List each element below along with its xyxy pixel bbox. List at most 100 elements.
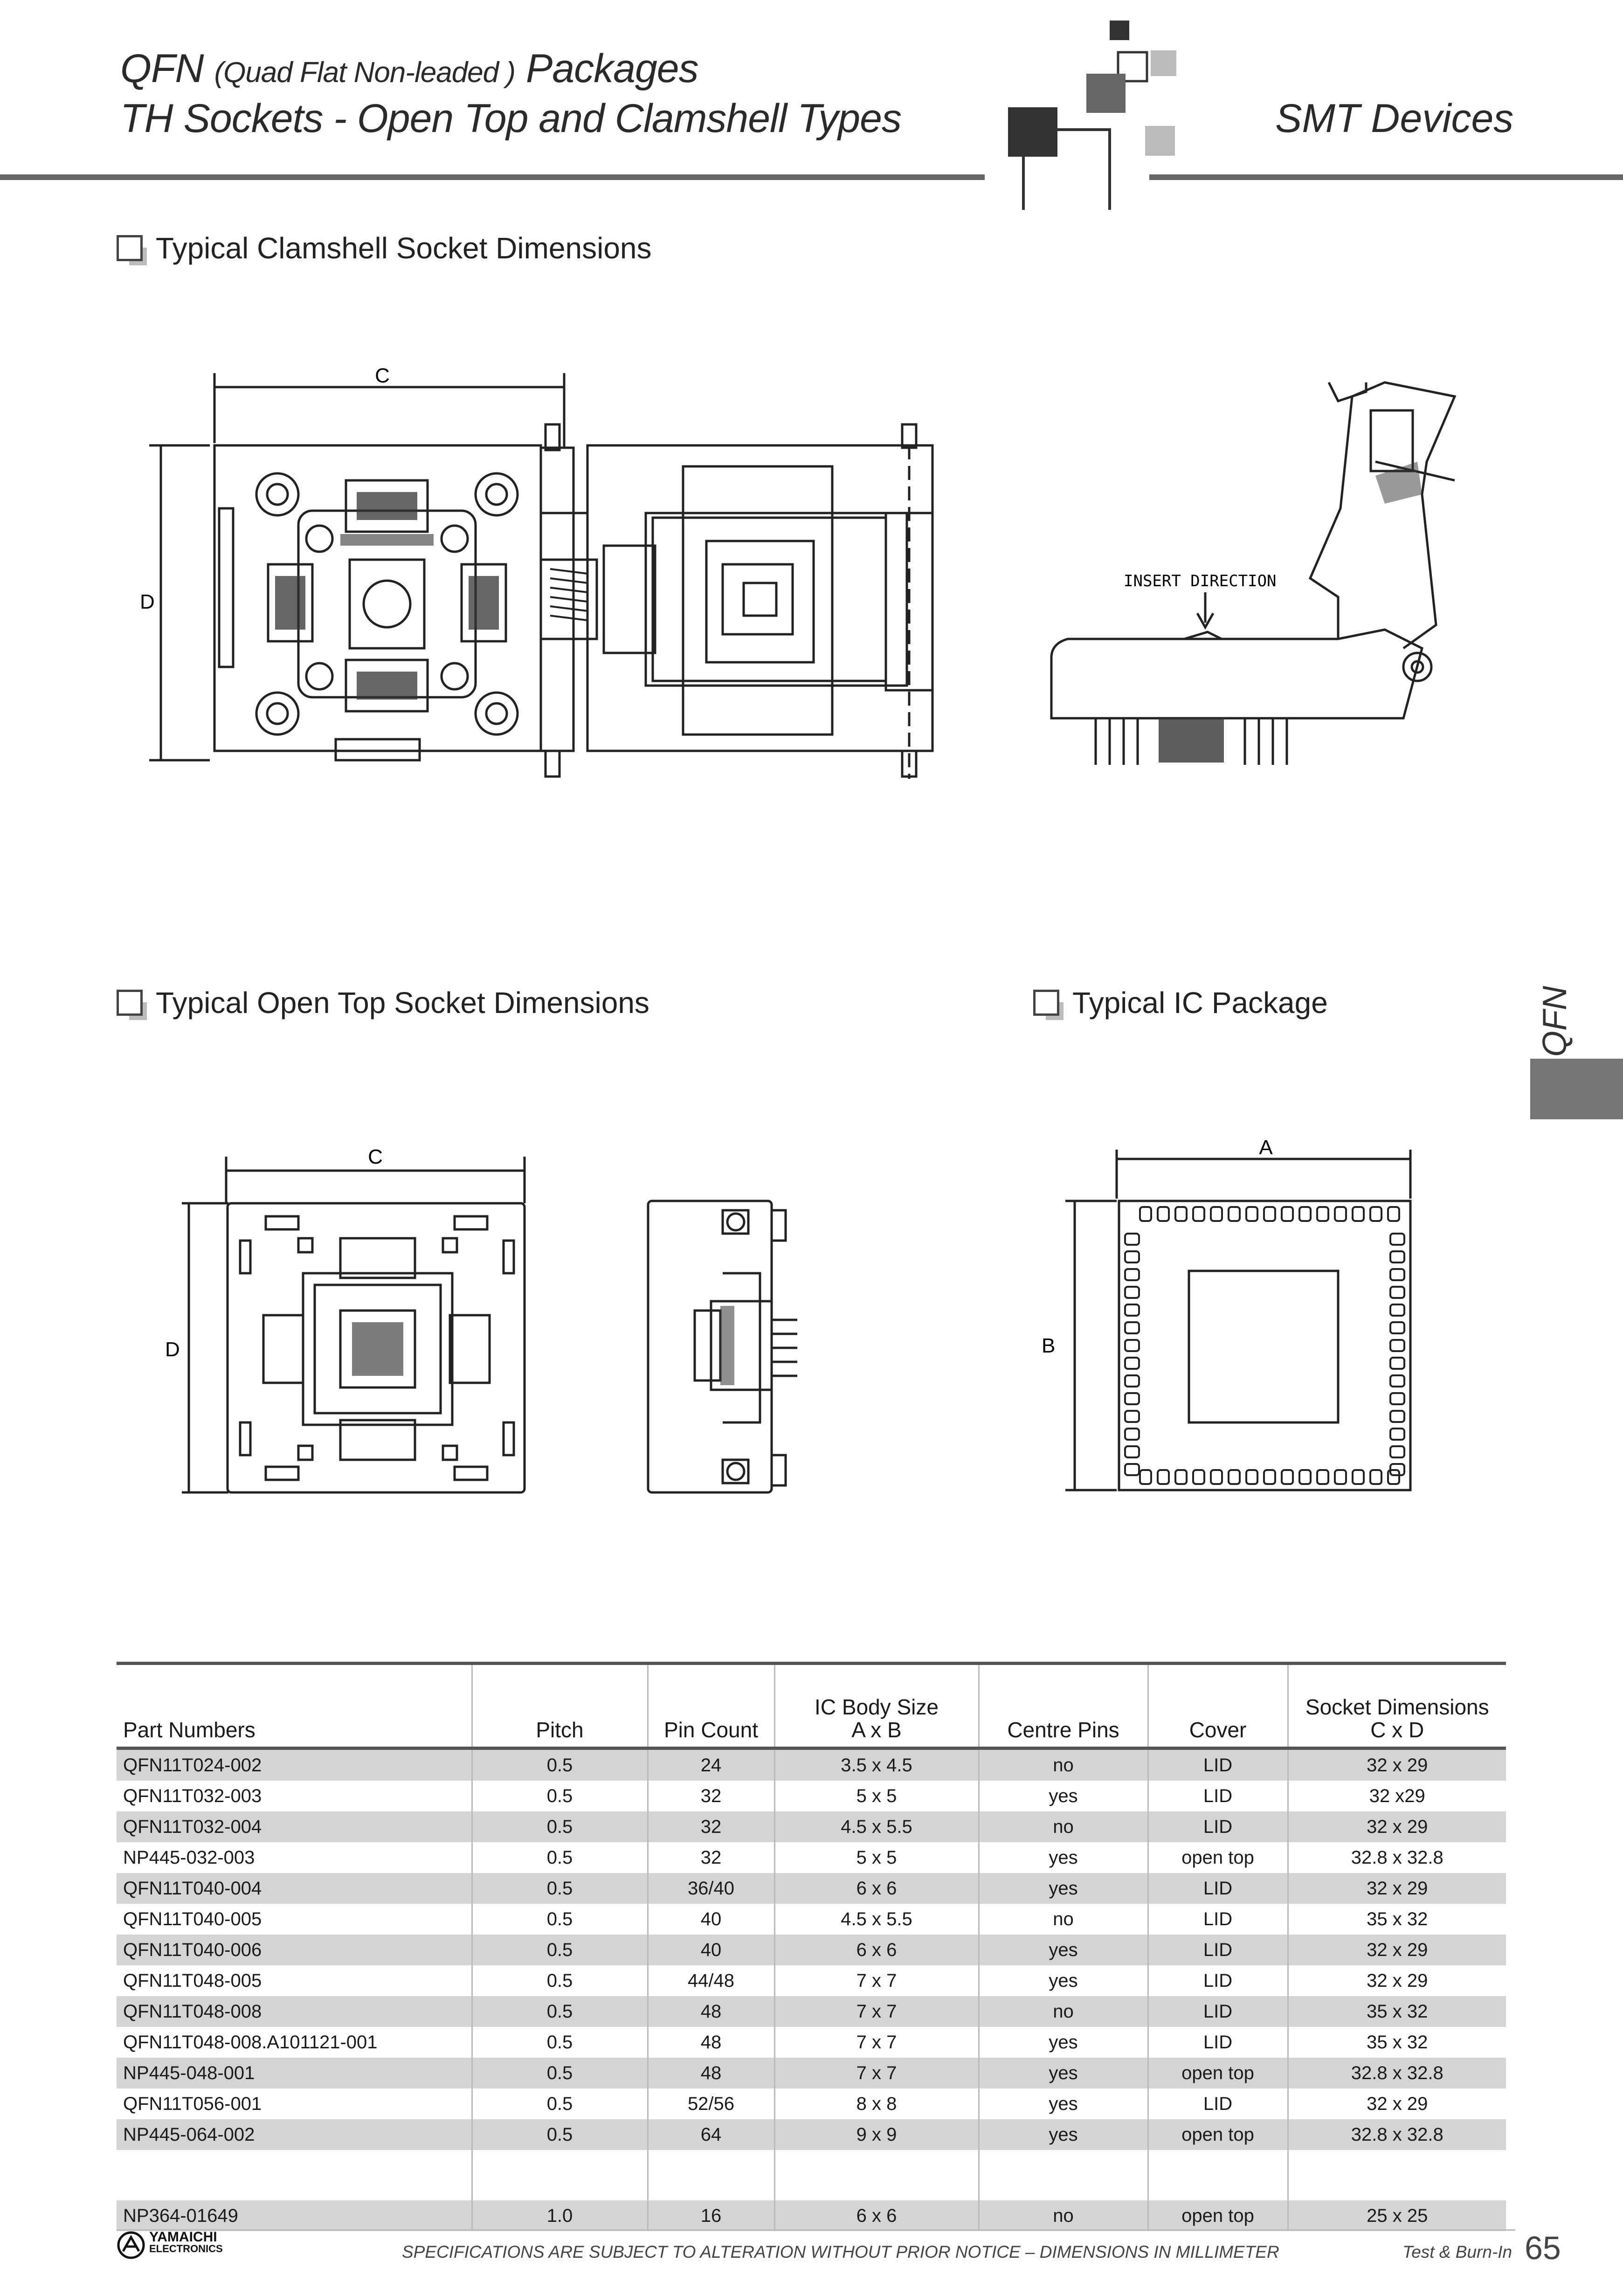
header-rule-left xyxy=(0,174,985,180)
page-number: 65 xyxy=(1525,2230,1561,2266)
cell-pins: 48 xyxy=(647,2058,774,2088)
cell-socket: 35 x 32 xyxy=(1287,1904,1506,1935)
side-tab-bar xyxy=(1530,1059,1623,1119)
open-top-dim-c: C xyxy=(368,1145,383,1168)
clamshell-drawing: C D INSERT DIRECTION xyxy=(140,364,1457,779)
cell-centre: no xyxy=(978,2200,1148,2231)
cell-pins: 40 xyxy=(647,1904,774,1935)
section-ic-package: Typical IC Package xyxy=(1033,985,1328,1020)
cell-body: 6 x 6 xyxy=(774,1873,979,1904)
cell-pins: 36/40 xyxy=(647,1873,774,1904)
cell-pitch: 0.5 xyxy=(471,2058,648,2088)
cell-centre: yes xyxy=(978,1965,1148,1996)
col-header-centre: Centre Pins xyxy=(978,1662,1148,1750)
cell-pins: 32 xyxy=(647,1781,774,1811)
title-tail: Packages xyxy=(525,46,699,91)
cell-pitch: 0.5 xyxy=(471,1842,648,1873)
header-title: QFN (Quad Flat Non-leaded ) Packages xyxy=(120,46,699,92)
cell-centre: yes xyxy=(978,2119,1148,2150)
section-clamshell-label: Typical Clamshell Socket Dimensions xyxy=(156,231,652,265)
cell-socket: 32 x 29 xyxy=(1287,1748,1506,1781)
header-squares-graphic xyxy=(1008,21,1176,210)
cell-part: QFN11T040-006 xyxy=(117,1935,472,1965)
cell-part: QFN11T040-005 xyxy=(123,1908,262,1929)
cell-part: QFN11T032-004 xyxy=(117,1811,472,1842)
yamaichi-logo: YAMAICHI ELECTRONICS xyxy=(117,2229,223,2259)
cell-pitch: 0.5 xyxy=(471,1996,648,2027)
cell-pitch: 1.0 xyxy=(471,2200,648,2231)
cell-pins: 24 xyxy=(647,1748,774,1781)
cell-centre: yes xyxy=(978,2058,1148,2088)
cell-centre: yes xyxy=(978,1873,1148,1904)
cell-centre: yes xyxy=(978,2088,1148,2119)
cell-cover: LID xyxy=(1147,2027,1288,2058)
cell-pitch: 0.5 xyxy=(471,1873,648,1904)
cell-centre: no xyxy=(978,1996,1148,2027)
cell-body: 5 x 5 xyxy=(774,1781,979,1811)
cell-cover: LID xyxy=(1147,2088,1288,2119)
cell-socket: 32 x 29 xyxy=(1287,1965,1506,1996)
cell-socket: 32 x29 xyxy=(1287,1781,1506,1811)
cell-cover: LID xyxy=(1147,1748,1288,1781)
section-open-top: Typical Open Top Socket Dimensions xyxy=(117,985,649,1020)
cell-cover: open top xyxy=(1147,2058,1288,2088)
cell-centre: yes xyxy=(978,1781,1148,1811)
cell-pins: 52/56 xyxy=(647,2088,774,2119)
header-subtitle: TH Sockets - Open Top and Clamshell Type… xyxy=(120,96,902,141)
cell-pins: 40 xyxy=(647,1935,774,1965)
cell-cover: LID xyxy=(1147,1965,1288,1996)
logo-line-1: YAMAICHI xyxy=(149,2229,217,2245)
cell-body: 7 x 7 xyxy=(774,1996,979,2027)
cell-part: QFN11T048-008 xyxy=(117,1996,472,2027)
cell-cover: LID xyxy=(1147,1996,1288,2027)
cell-body: 8 x 8 xyxy=(774,2088,979,2119)
cell-socket: 35 x 32 xyxy=(1287,1996,1506,2027)
col-header-pitch: Pitch xyxy=(471,1662,648,1750)
cell-body: 7 x 7 xyxy=(774,2058,979,2088)
cell-cover: open top xyxy=(1147,2119,1288,2150)
checkbox-icon xyxy=(117,990,147,1020)
cell-pitch: 0.5 xyxy=(471,1748,648,1781)
cell-socket: 32.8 x 32.8 xyxy=(1287,2058,1506,2088)
cell-centre: yes xyxy=(978,2027,1148,2058)
cell-part: QFN11T032-003 xyxy=(123,1785,262,1806)
cell-socket: 32 x 29 xyxy=(1287,1935,1506,1965)
cell-part: NP445-032-003 xyxy=(123,1847,255,1868)
cell-part: NP445-048-001 xyxy=(117,2058,472,2088)
cell-pins: 64 xyxy=(647,2119,774,2150)
side-tab-label: QFN xyxy=(1536,986,1574,1057)
cell-centre: no xyxy=(978,1748,1148,1781)
cell-cover: LID xyxy=(1147,1781,1288,1811)
footer-notice: SPECIFICATIONS ARE SUBJECT TO ALTERATION… xyxy=(402,2242,1279,2261)
footer-section: Test & Burn-In xyxy=(1402,2242,1512,2261)
cell-body: 5 x 5 xyxy=(774,1842,979,1873)
cell-pins: 48 xyxy=(647,1996,774,2027)
cell-cover: LID xyxy=(1147,1904,1288,1935)
cell-centre: no xyxy=(978,1904,1148,1935)
cell-pins: 48 xyxy=(647,2027,774,2058)
cell-body: 6 x 6 xyxy=(774,2200,979,2231)
ic-package-drawing: A B xyxy=(1042,1138,1412,1491)
cell-cover: LID xyxy=(1147,1811,1288,1842)
open-top-dim-d: D xyxy=(165,1338,180,1361)
cell-socket: 32.8 x 32.8 xyxy=(1287,1842,1506,1873)
cell-centre: yes xyxy=(978,1935,1148,1965)
section-clamshell: Typical Clamshell Socket Dimensions xyxy=(117,231,652,265)
yamaichi-logo-icon xyxy=(117,2231,145,2259)
cell-pitch: 0.5 xyxy=(471,2119,648,2150)
cell-pitch: 0.5 xyxy=(471,2027,648,2058)
cell-socket: 32 x 29 xyxy=(1287,1873,1506,1904)
clamshell-dim-c: C xyxy=(375,364,390,387)
open-top-drawing: C D xyxy=(165,1145,797,1494)
